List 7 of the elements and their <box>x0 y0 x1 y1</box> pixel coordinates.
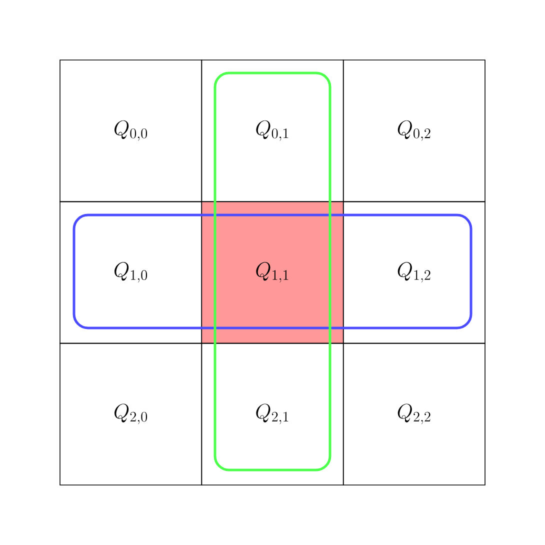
grid-cell: $Q_{1,2}$ <box>342 201 486 344</box>
grid-cell: $Q_{2,2}$ <box>342 342 486 486</box>
highlighted-cell: $Q_{1,1}$ <box>201 201 344 344</box>
grid-cell: $Q_{2,0}$ <box>60 342 202 486</box>
grid-cell: $Q_{2,1}$ <box>201 342 344 486</box>
grid-cell: $Q_{0,0}$ <box>60 60 202 202</box>
grid-cell: $Q_{0,2}$ <box>342 60 486 202</box>
